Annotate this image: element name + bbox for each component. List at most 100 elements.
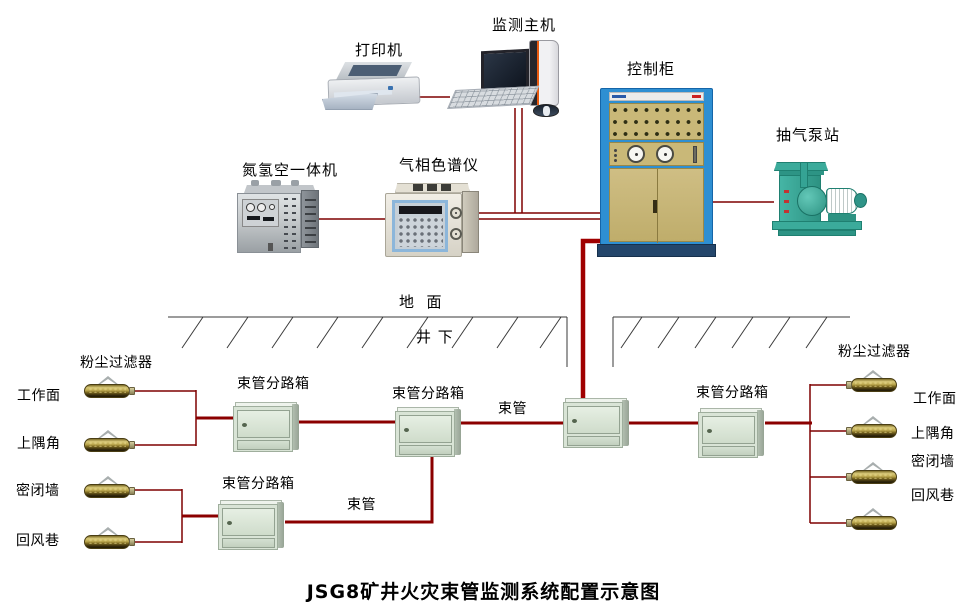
branch-box-door [222, 508, 275, 536]
pump-pipe [800, 162, 808, 188]
filter-nozzle [129, 387, 135, 395]
diagram-title: JSG8矿井火灾束管监测系统配置示意图 [306, 581, 661, 603]
host-label: 监测主机 [492, 16, 557, 34]
cabinet-gauge-panel [609, 142, 704, 166]
monitoring-host-device [447, 38, 562, 120]
nitrogen-gauge [246, 203, 255, 212]
pressure-gauge [656, 145, 674, 163]
cabinet-label: 控制柜 [627, 60, 676, 78]
gas-chromatograph-device [385, 181, 480, 259]
pump-base-lower [778, 230, 856, 236]
filter-nozzle [129, 538, 135, 546]
branch-box-door [237, 410, 290, 438]
branch-box-side [622, 400, 629, 446]
pump-red-mark [784, 210, 789, 213]
branch-box-front [233, 406, 293, 452]
printer-device [322, 62, 422, 114]
dust-filter-label-right: 粉尘过滤器 [838, 344, 911, 360]
branch-box-4-central [563, 398, 629, 448]
monitoring-point-label-right-3: 回风巷 [911, 488, 955, 504]
pump-volute [797, 186, 827, 216]
dust-filter [845, 416, 897, 439]
branch-box-label-2: 束管分路箱 [392, 386, 465, 402]
chromatograph-panel [392, 200, 448, 252]
monitoring-point-label-right-2: 密闭墙 [911, 454, 955, 470]
chromatograph-knob [450, 228, 462, 240]
chromatograph-body [385, 193, 462, 257]
tube-label-mid: 束管 [498, 401, 527, 417]
pump-motor-endcap [854, 193, 867, 208]
pipe-box3-box2 [285, 453, 434, 524]
branch-box-label-1: 束管分路箱 [237, 376, 310, 392]
ground-hatching-left [181, 316, 562, 349]
nitrogen-cap [251, 180, 259, 186]
monitoring-point-label-right-1: 上隅角 [911, 426, 955, 442]
nitrogen-cap [271, 180, 281, 186]
indicator-dot [614, 149, 617, 152]
printer-lid [348, 65, 402, 76]
cabinet-door-handle [653, 200, 657, 213]
nitrogen-knob [269, 204, 275, 210]
branch-box-2 [395, 407, 461, 457]
nitrogen-gauge [257, 203, 266, 212]
dust-filter [84, 430, 136, 453]
nitrogen-control-panel [242, 199, 279, 227]
branch-box-side [757, 410, 764, 456]
filter-nozzle [846, 427, 852, 435]
control-cabinet-device [597, 88, 719, 258]
dust-filter [84, 376, 136, 399]
branch-box-door [567, 406, 620, 434]
nitrogen-front-vents [292, 197, 296, 249]
filter-handle-inner [99, 433, 117, 439]
pressure-gauge [627, 145, 645, 163]
branch-box-lower-panel [222, 538, 275, 548]
pump-red-mark [784, 190, 789, 193]
branch-box-side [454, 409, 461, 455]
monitoring-point-label-left-0: 工作面 [17, 388, 61, 404]
shaft-walls [566, 317, 614, 367]
ground-hatching-right [620, 316, 828, 349]
filter-handle-inner [99, 479, 117, 485]
nitrogen-generator-device [237, 180, 321, 255]
pump-label: 抽气泵站 [776, 126, 841, 144]
pump-motor-foot [828, 214, 856, 221]
branch-box-handle [227, 521, 232, 525]
pump-red-mark [784, 200, 789, 203]
branch-box-side [277, 502, 284, 548]
filter-nozzle [129, 487, 135, 495]
branch-box-handle [404, 428, 409, 432]
pipe-main-riser [580, 238, 604, 400]
filter-handle-inner [99, 379, 117, 385]
indicator-dot [614, 154, 617, 157]
nitrogen-label: 氮氢空一体机 [242, 161, 339, 179]
filter-nozzle [129, 441, 135, 449]
cabinet-door-divider [657, 169, 658, 243]
branch-box-lower-panel [702, 446, 755, 456]
cabinet-header-strip [609, 92, 704, 101]
monitoring-point-label-left-2: 密闭墙 [16, 483, 60, 499]
tube-label-bottom: 束管 [347, 497, 376, 513]
cabinet-doors [609, 168, 704, 243]
branch-box-3 [218, 500, 284, 550]
filter-body [851, 378, 897, 392]
branch-box-lower-panel [237, 440, 290, 450]
chromatograph-keypad [398, 217, 443, 247]
filter-body [84, 484, 130, 498]
cabinet-logo-mark [612, 95, 626, 98]
branch-box-label-3: 束管分路箱 [222, 476, 295, 492]
nitrogen-front-vents [284, 197, 288, 249]
branch-box-handle [242, 423, 247, 427]
dust-filter [845, 370, 897, 393]
filter-nozzle [846, 519, 852, 527]
dust-filter-label-left: 粉尘过滤器 [80, 355, 153, 371]
mouse [533, 104, 559, 117]
dust-filter [845, 462, 897, 485]
nitrogen-side-vents [305, 195, 316, 243]
pump-base [772, 221, 862, 230]
filter-body [84, 438, 130, 452]
branch-box-handle [572, 419, 577, 423]
branch-box-5 [698, 408, 764, 458]
filter-handle-inner [99, 530, 117, 536]
